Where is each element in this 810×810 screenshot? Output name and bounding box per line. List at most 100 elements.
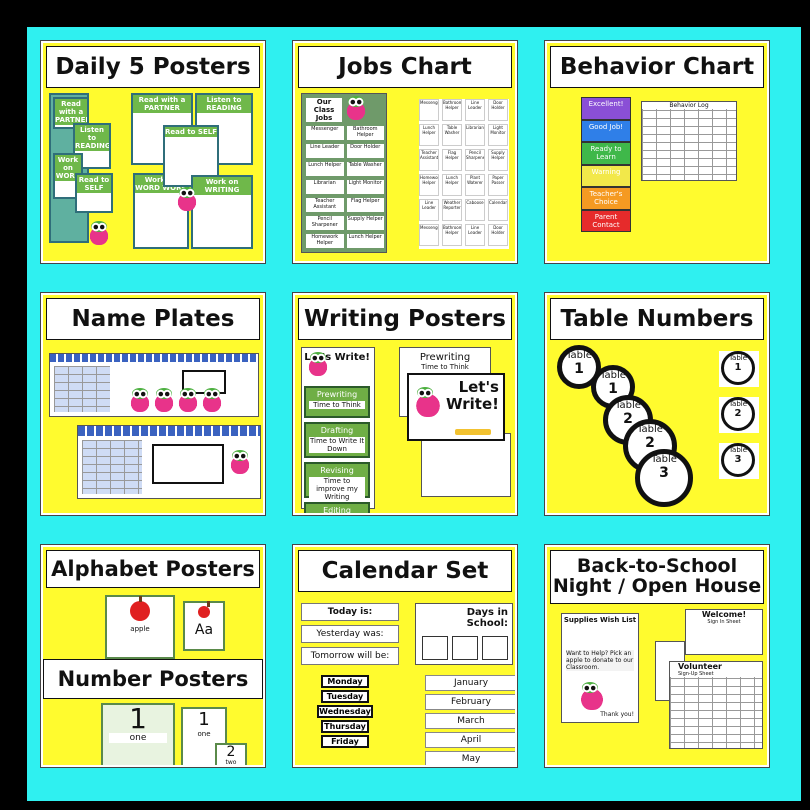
tomorrow-strip: Tomorrow will be:: [301, 647, 399, 665]
weekday-card: Tuesday: [321, 690, 369, 703]
number-card: 2 two: [215, 743, 247, 765]
tile-calendar-set[interactable]: Calendar Set Today is: Yesterday was: To…: [292, 544, 518, 768]
bug-mascot-icon: [346, 96, 366, 120]
job-card: Homework Helper: [419, 174, 439, 196]
job-card: Flag Helper: [442, 149, 462, 171]
month-card: May: [425, 751, 515, 765]
behavior-log-sheet: Behavior Log: [641, 101, 737, 181]
job-card: Messenger: [419, 99, 439, 121]
job-card: Table Washer: [442, 124, 462, 146]
alphabet-card: Aa: [183, 601, 225, 651]
job-card: Light Monitor: [346, 180, 384, 194]
bug-mascot-icon: [89, 221, 109, 245]
job-card: Bathroom Helper: [442, 99, 462, 121]
job-card: Flag Helper: [346, 198, 384, 212]
month-card: February: [425, 694, 515, 710]
outer-frame: Daily 5 Posters Read with a PARTNER List…: [9, 9, 801, 801]
bug-mascot-icon: [154, 388, 174, 412]
tile-title-numbers: Number Posters: [43, 659, 263, 699]
job-card: Table Washer: [346, 162, 384, 176]
cyan-background: Daily 5 Posters Read with a PARTNER List…: [27, 27, 801, 801]
writing-worksheet: [421, 433, 511, 497]
tile-alphabet-number-posters[interactable]: Alphabet Posters apple Aa Number Posters…: [40, 544, 266, 768]
backtoschool-preview: Supplies Wish List Want to Help? Pick an…: [553, 609, 763, 759]
bug-mascot-icon: [415, 387, 441, 417]
tile-title: Calendar Set: [298, 550, 512, 592]
job-card: Messenger: [306, 126, 344, 140]
job-card: Messenger: [419, 224, 439, 246]
behavior-level: Parent Contact: [581, 209, 631, 232]
job-card: Lunch Helper: [442, 174, 462, 196]
tile-title: Alphabet Posters: [46, 550, 260, 588]
weekday-card: Thursday: [321, 720, 369, 733]
bug-mascot-icon: [308, 352, 328, 376]
apple-icon: [130, 596, 150, 621]
name-plate: [49, 353, 259, 417]
job-card: Librarian: [306, 180, 344, 194]
job-card: Lunch Helper: [346, 234, 384, 248]
tile-behavior-chart[interactable]: Behavior Chart Excellent!Good Job!Ready …: [544, 40, 770, 264]
job-card: Line Leader: [465, 224, 485, 246]
job-card: Caboose: [465, 199, 485, 221]
job-card: Line Leader: [419, 199, 439, 221]
job-card: Weather Reporter: [442, 199, 462, 221]
welcome-sheet: Welcome! Sign In Sheet: [685, 609, 763, 655]
tile-title: Daily 5 Posters: [46, 46, 260, 88]
month-label: February: [451, 697, 491, 707]
month-label: January: [453, 678, 489, 688]
job-card: Pencil Sharpener: [465, 149, 485, 171]
daily5-preview: Read with a PARTNER Listen to READING Wo…: [49, 93, 257, 255]
bug-mascot-icon: [202, 388, 222, 412]
job-card: Line Leader: [465, 99, 485, 121]
yesterday-strip: Yesterday was:: [301, 625, 399, 643]
weekday-card: Monday: [321, 675, 369, 688]
month-card: March: [425, 713, 515, 729]
tile-daily-5-posters[interactable]: Daily 5 Posters Read with a PARTNER List…: [40, 40, 266, 264]
job-card: Bathroom Helper: [346, 126, 384, 140]
apple-icon: [198, 601, 210, 618]
days-in-school-card: Days in School:: [415, 603, 513, 665]
jobs-header: Our Class Jobs: [306, 98, 342, 122]
bug-mascot-icon: [178, 388, 198, 412]
job-card: Bathroom Helper: [442, 224, 462, 246]
job-card: Plant Waterer: [465, 174, 485, 196]
tile-title: Table Numbers: [550, 298, 764, 340]
tile-title: Name Plates: [46, 298, 260, 340]
bug-mascot-icon: [580, 682, 604, 710]
tile-title: Behavior Chart: [550, 46, 764, 88]
nameplates-preview: [49, 345, 261, 507]
job-card: Calendar: [488, 199, 508, 221]
job-card: Librarian: [465, 124, 485, 146]
name-plate: [77, 425, 261, 499]
weekday-card: Friday: [321, 735, 369, 748]
job-card: Pencil Sharpener: [306, 216, 344, 230]
job-card: Paper Passer: [488, 174, 508, 196]
tile-name-plates[interactable]: Name Plates: [40, 292, 266, 516]
job-card: Door Holder: [488, 99, 508, 121]
tile-title: Jobs Chart: [298, 46, 512, 88]
alphabet-poster: apple: [105, 595, 175, 659]
behavior-level: Excellent!: [581, 97, 631, 120]
